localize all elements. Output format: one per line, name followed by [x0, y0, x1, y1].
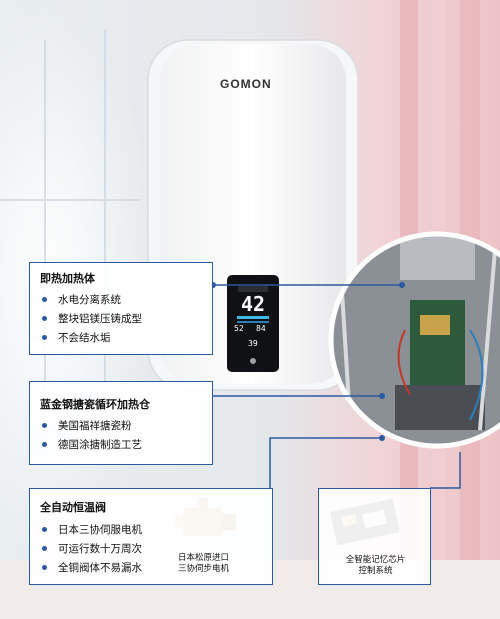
connector-lines	[213, 284, 461, 489]
bullet-icon	[42, 335, 47, 340]
callout-valve: 全自动恒温阀 日本三协伺服电机 可运行数十万周次 全铜阀体不易漏水 日本松原进口…	[29, 488, 273, 585]
callout-chip: 全智能记忆芯片 控制系统	[318, 488, 431, 585]
valve-caption: 日本松原进口 三协伺步电机	[178, 553, 230, 574]
temperature-readout: 42	[241, 292, 266, 316]
bullet-icon	[42, 527, 47, 532]
callout-valve-title: 全自动恒温阀	[40, 501, 106, 514]
callout-valve-item: 日本三协伺服电机	[42, 522, 142, 537]
bullet-icon	[42, 297, 47, 302]
callout-valve-item: 全铜阀体不易漏水	[42, 560, 142, 575]
control-panel	[227, 275, 279, 372]
bullet-icon	[42, 565, 47, 570]
internal-view	[328, 231, 500, 449]
callout-tank: 蓝金钢搪瓷循环加热仓 美国福祥搪瓷粉 德国涂搪制造工艺	[29, 381, 213, 465]
reading-c: 39	[248, 339, 258, 348]
reading-a: 52	[234, 324, 244, 333]
callout-tank-title: 蓝金钢搪瓷循环加热仓	[40, 398, 150, 411]
bullet-icon	[42, 316, 47, 321]
callout-heating-item: 不会结水垢	[42, 330, 111, 345]
reading-b: 84	[256, 324, 266, 333]
callout-tank-item: 德国涂搪制造工艺	[42, 437, 142, 452]
callout-valve-item: 可运行数十万周次	[42, 541, 142, 556]
callout-heating: 即热加热体 水电分离系统 整块铝镁压铸成型 不会结水垢	[29, 262, 213, 355]
chip-caption: 全智能记忆芯片 控制系统	[345, 555, 406, 576]
bullet-icon	[42, 546, 47, 551]
bullet-icon	[42, 442, 47, 447]
callout-heating-item: 整块铝镁压铸成型	[42, 311, 142, 326]
callout-heating-title: 即热加热体	[40, 272, 95, 285]
bullet-icon	[42, 423, 47, 428]
brand-logo: GOMON	[220, 77, 272, 91]
callout-tank-item: 美国福祥搪瓷粉	[42, 418, 132, 433]
callout-heating-item: 水电分离系统	[42, 292, 121, 307]
